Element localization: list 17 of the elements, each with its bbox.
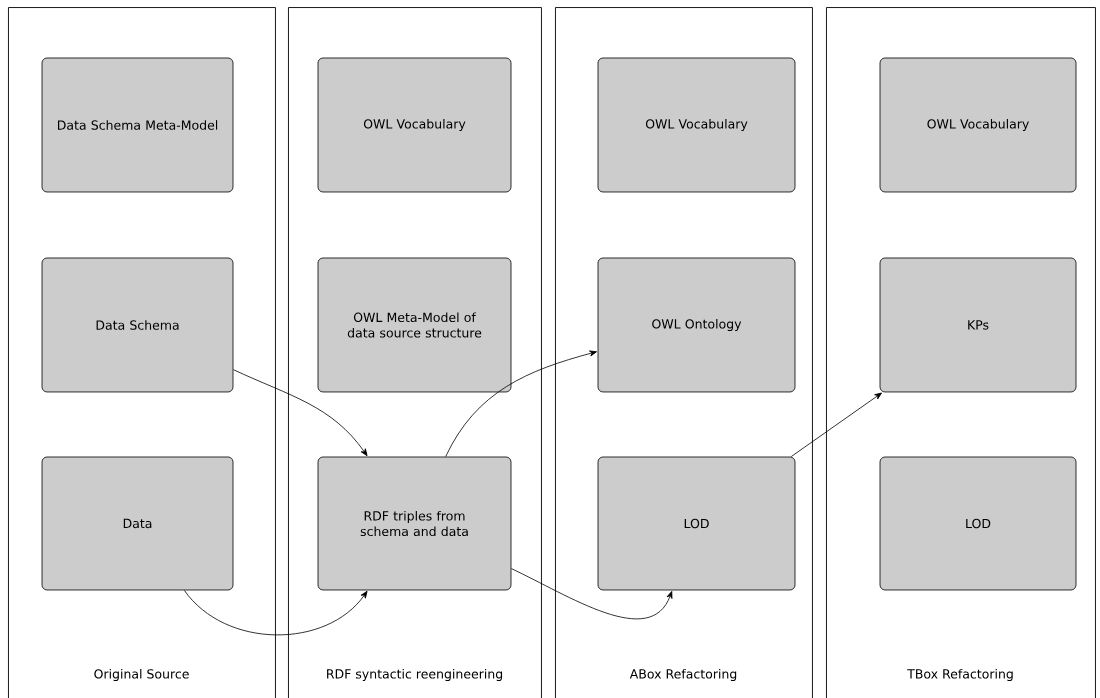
process-box: OWL Vocabulary <box>597 57 796 193</box>
process-box: LOD <box>597 456 796 591</box>
process-box: OWL Vocabulary <box>879 57 1077 193</box>
process-box: Data Schema <box>41 257 234 393</box>
process-box: OWL Meta-Model of data source structure <box>317 257 512 393</box>
arrow <box>183 590 368 636</box>
process-box: OWL Vocabulary <box>317 57 512 193</box>
process-box: OWL Ontology <box>597 257 796 393</box>
process-box: KPs <box>879 257 1077 393</box>
arrow <box>790 392 882 457</box>
arrow <box>445 350 597 457</box>
process-box: LOD <box>879 456 1077 591</box>
process-box: RDF triples from schema and data <box>317 456 512 591</box>
process-box: Data <box>41 456 234 591</box>
process-box: Data Schema Meta-Model <box>41 57 234 193</box>
arrow <box>511 568 673 620</box>
arrow <box>233 369 368 457</box>
